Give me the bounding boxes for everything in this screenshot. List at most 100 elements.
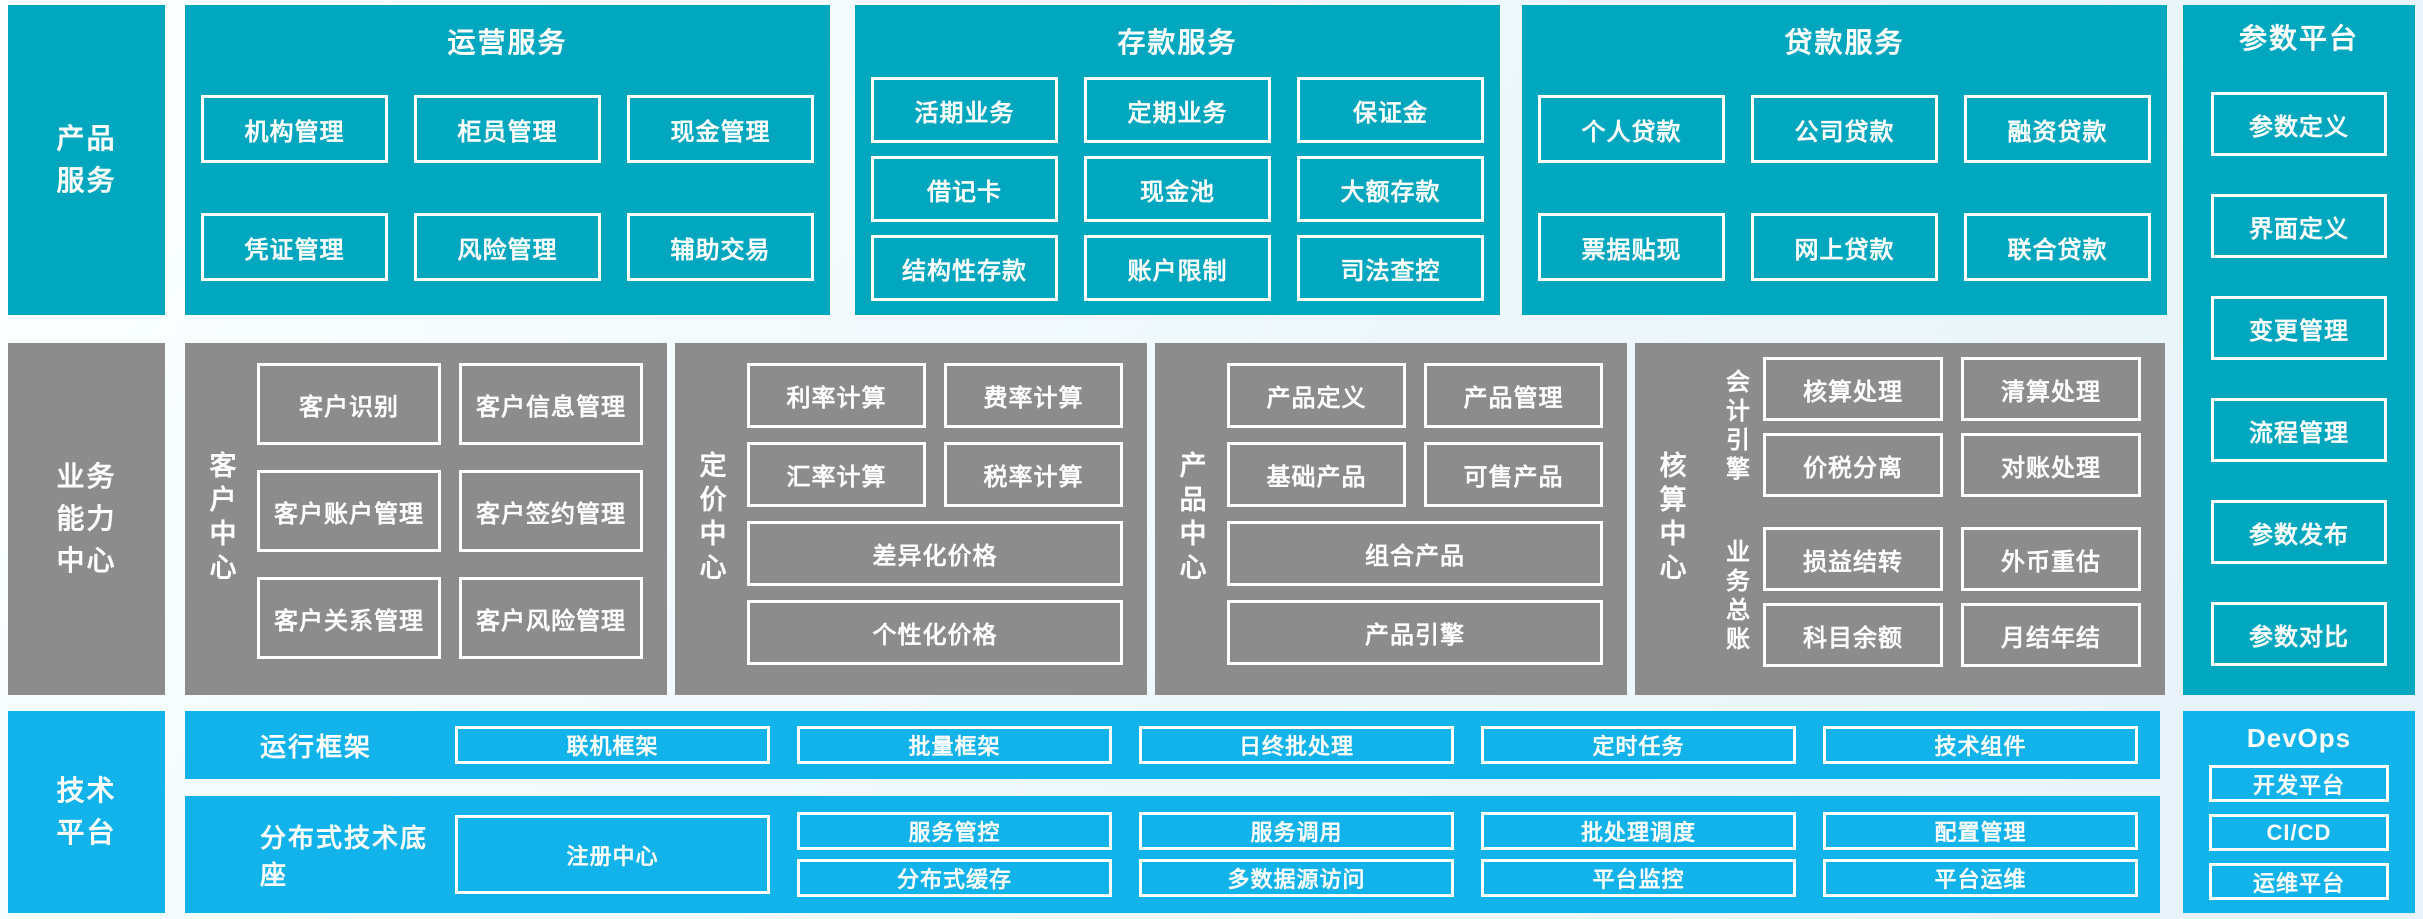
service-box[interactable]: 联合贷款 xyxy=(1964,213,2151,281)
capability-box[interactable]: 个性化价格 xyxy=(747,600,1123,665)
capability-box[interactable]: 汇率计算 xyxy=(747,442,926,507)
devops-items: 开发平台 CI/CD 运维平台 xyxy=(2209,765,2389,900)
capability-box[interactable]: 产品管理 xyxy=(1424,363,1603,428)
capability-box[interactable]: 客户关系管理 xyxy=(257,577,441,659)
service-box[interactable]: 现金池 xyxy=(1084,156,1271,222)
box-row: 利率计算费率计算 xyxy=(747,363,1123,428)
parameter-box[interactable]: 流程管理 xyxy=(2211,398,2387,462)
capability-box[interactable]: 客户账户管理 xyxy=(257,470,441,552)
capability-box[interactable]: 月结年结 xyxy=(1961,603,2141,667)
center-label-column: 核算中心 xyxy=(1635,343,1707,695)
box-row: 分布式缓存多数据源访问平台监控平台运维 xyxy=(797,859,2138,897)
accounting-groups: 会计引擎 核算处理清算处理 价税分离对账处理 业务总账 损益结转外币重估 科目余… xyxy=(1707,343,2165,695)
capability-box[interactable]: 客户签约管理 xyxy=(459,470,643,552)
devops-box[interactable]: 运维平台 xyxy=(2209,863,2389,900)
framework-box[interactable]: 定时任务 xyxy=(1481,726,1796,764)
center-label-column: 客户中心 xyxy=(185,343,257,695)
label-line: 产品 xyxy=(56,123,117,154)
service-box[interactable]: 票据贴现 xyxy=(1538,213,1725,281)
devops-box[interactable]: 开发平台 xyxy=(2209,765,2389,802)
service-box[interactable]: 柜员管理 xyxy=(414,95,601,163)
framework-box[interactable]: 批量框架 xyxy=(797,726,1112,764)
capability-box[interactable]: 价税分离 xyxy=(1763,433,1943,497)
capability-box[interactable]: 损益结转 xyxy=(1763,527,1943,591)
service-box[interactable]: 个人贷款 xyxy=(1538,95,1725,163)
box-row: 票据贴现网上贷款联合贷款 xyxy=(1538,213,2151,281)
framework-box[interactable]: 日终批处理 xyxy=(1139,726,1454,764)
service-box[interactable]: 融资贷款 xyxy=(1964,95,2151,163)
capability-box[interactable]: 外币重估 xyxy=(1961,527,2141,591)
capability-box[interactable]: 清算处理 xyxy=(1961,357,2141,421)
section-title: 贷款服务 xyxy=(1784,27,1905,58)
label-line: 能力 xyxy=(56,503,117,534)
section-distributed-base: 分布式技术底座 注册中心 服务管控服务调用批处理调度配置管理 分布式缓存多数据源… xyxy=(185,796,2160,913)
framework-box[interactable]: 联机框架 xyxy=(455,726,770,764)
platform-box[interactable]: 配置管理 xyxy=(1823,812,2138,850)
capability-box[interactable]: 税率计算 xyxy=(944,442,1123,507)
service-box[interactable]: 司法查控 xyxy=(1297,235,1484,301)
platform-box[interactable]: 多数据源访问 xyxy=(1139,859,1454,897)
service-box[interactable]: 活期业务 xyxy=(871,77,1058,143)
service-box[interactable]: 结构性存款 xyxy=(871,235,1058,301)
service-box[interactable]: 现金管理 xyxy=(627,95,814,163)
service-box[interactable]: 账户限制 xyxy=(1084,235,1271,301)
platform-box[interactable]: 分布式缓存 xyxy=(797,859,1112,897)
platform-box[interactable]: 平台运维 xyxy=(1823,859,2138,897)
parameter-box[interactable]: 参数发布 xyxy=(2211,500,2387,564)
capability-box[interactable]: 费率计算 xyxy=(944,363,1123,428)
platform-box[interactable]: 服务管控 xyxy=(797,812,1112,850)
devops-box[interactable]: CI/CD xyxy=(2209,814,2389,851)
left-label-technology-platform: 技术平台 xyxy=(8,711,165,913)
box-row: 客户识别客户信息管理 xyxy=(257,363,643,445)
parameter-box[interactable]: 变更管理 xyxy=(2211,296,2387,360)
section-pricing-center: 定价中心 利率计算费率计算 汇率计算税率计算 差异化价格 个性化价格 xyxy=(675,343,1147,695)
box-row: 核算处理清算处理 xyxy=(1763,357,2141,421)
service-box[interactable]: 保证金 xyxy=(1297,77,1484,143)
capability-box[interactable]: 组合产品 xyxy=(1227,521,1603,586)
platform-box[interactable]: 批处理调度 xyxy=(1481,812,1796,850)
capability-box[interactable]: 对账处理 xyxy=(1961,433,2141,497)
center-label: 定价中心 xyxy=(695,451,726,587)
service-box[interactable]: 公司贷款 xyxy=(1751,95,1938,163)
center-body: 利率计算费率计算 汇率计算税率计算 差异化价格 个性化价格 xyxy=(747,343,1147,695)
parameter-box[interactable]: 参数对比 xyxy=(2211,602,2387,666)
center-label-column: 定价中心 xyxy=(675,343,747,695)
capability-box[interactable]: 核算处理 xyxy=(1763,357,1943,421)
capability-box[interactable]: 基础产品 xyxy=(1227,442,1406,507)
service-box[interactable]: 辅助交易 xyxy=(627,213,814,281)
service-box[interactable]: 网上贷款 xyxy=(1751,213,1938,281)
section-rows: 机构管理柜员管理现金管理 凭证管理风险管理辅助交易 xyxy=(201,95,814,281)
box-row: 借记卡现金池大额存款 xyxy=(871,156,1484,222)
capability-box[interactable]: 利率计算 xyxy=(747,363,926,428)
capability-box[interactable]: 产品定义 xyxy=(1227,363,1406,428)
service-box[interactable]: 风险管理 xyxy=(414,213,601,281)
group-label: 业务总账 xyxy=(1721,539,1749,655)
parameter-box[interactable]: 界面定义 xyxy=(2211,194,2387,258)
center-label: 产品中心 xyxy=(1175,451,1206,587)
bar-items: 联机框架批量框架日终批处理定时任务技术组件 xyxy=(455,726,2138,764)
parameter-box[interactable]: 参数定义 xyxy=(2211,92,2387,156)
capability-box[interactable]: 客户识别 xyxy=(257,363,441,445)
service-box[interactable]: 大额存款 xyxy=(1297,156,1484,222)
service-box[interactable]: 借记卡 xyxy=(871,156,1058,222)
platform-box[interactable]: 服务调用 xyxy=(1139,812,1454,850)
capability-box[interactable]: 客户风险管理 xyxy=(459,577,643,659)
label-line: 业务 xyxy=(56,461,117,492)
box-row: 科目余额月结年结 xyxy=(1763,603,2141,667)
capability-box[interactable]: 差异化价格 xyxy=(747,521,1123,586)
service-box[interactable]: 机构管理 xyxy=(201,95,388,163)
box-row: 凭证管理风险管理辅助交易 xyxy=(201,213,814,281)
platform-box[interactable]: 平台监控 xyxy=(1481,859,1796,897)
capability-box[interactable]: 产品引擎 xyxy=(1227,600,1603,665)
box-row: 差异化价格 xyxy=(747,521,1123,586)
framework-box[interactable]: 技术组件 xyxy=(1823,726,2138,764)
service-box[interactable]: 定期业务 xyxy=(1084,77,1271,143)
box-row: 组合产品 xyxy=(1227,521,1603,586)
capability-box[interactable]: 客户信息管理 xyxy=(459,363,643,445)
capability-box[interactable]: 可售产品 xyxy=(1424,442,1603,507)
service-box[interactable]: 凭证管理 xyxy=(201,213,388,281)
registry-center-box[interactable]: 注册中心 xyxy=(455,815,770,894)
capability-box[interactable]: 科目余额 xyxy=(1763,603,1943,667)
